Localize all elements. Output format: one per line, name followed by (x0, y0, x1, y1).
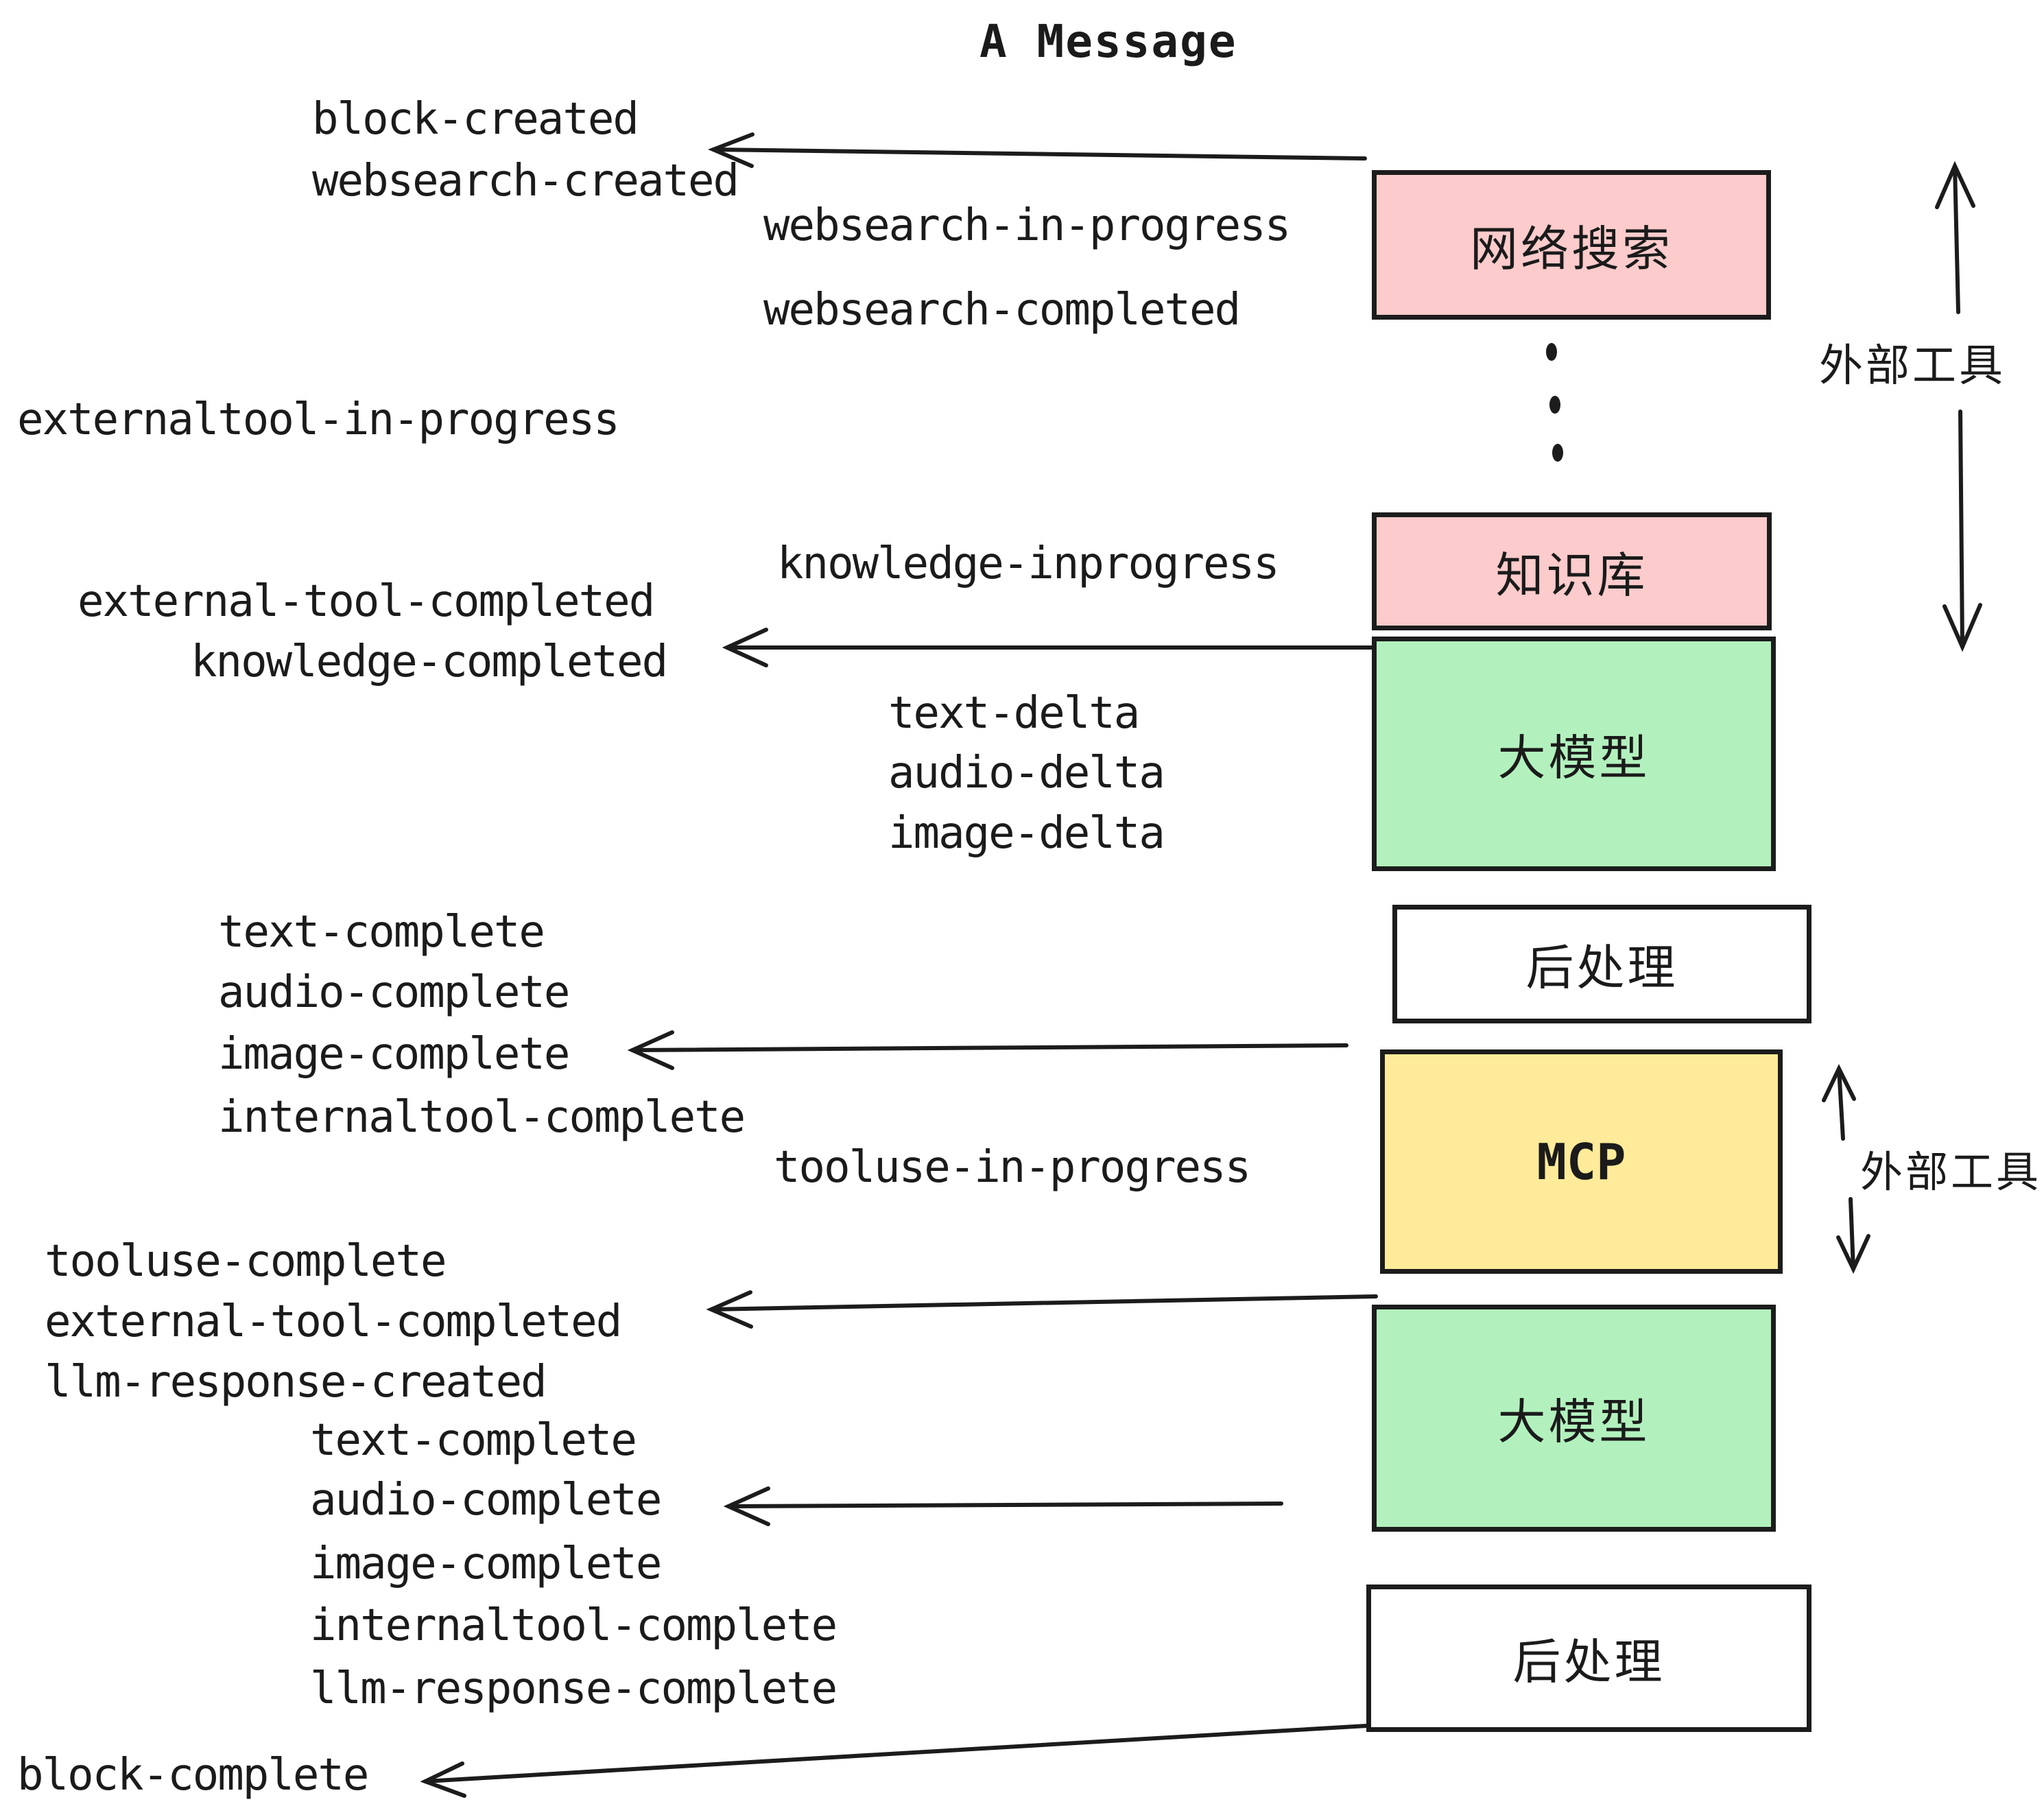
arrow-mcp-external-up (1822, 1064, 1856, 1141)
diagram-title: A Message (979, 15, 1237, 68)
event-knowledge-completed: knowledge-completed (191, 637, 668, 687)
box-knowledge: 知识库 (1372, 512, 1772, 630)
event-audio-delta: audio-delta (888, 748, 1165, 798)
arrow-llm2-to-audio-complete (723, 1486, 1283, 1526)
event-audio-complete-2: audio-complete (310, 1475, 662, 1526)
event-llm-response-complete: llm-response-complete (310, 1663, 837, 1714)
event-block-created: block-created (312, 94, 639, 145)
event-externaltool-in-progress: externaltool-in-progress (17, 394, 620, 445)
event-tooluse-in-progress: tooluse-in-progress (774, 1142, 1251, 1193)
event-block-complete: block-complete (17, 1750, 369, 1801)
box-postprocess-1: 后处理 (1392, 905, 1811, 1023)
event-external-tool-completed: external-tool-completed (78, 576, 655, 627)
label-external-tools-top: 外部工具 (1819, 341, 2006, 390)
event-text-complete: text-complete (218, 907, 545, 958)
arrow-knowledge-to-completed (722, 628, 1374, 667)
event-audio-complete: audio-complete (218, 967, 570, 1018)
box-postprocess-1-label: 后处理 (1525, 941, 1678, 995)
arrow-mcp-to-tooluse-complete (706, 1290, 1378, 1329)
arrow-websearch-to-created (708, 132, 1367, 168)
box-knowledge-label: 知识库 (1495, 548, 1648, 602)
event-image-complete: image-complete (218, 1029, 570, 1080)
event-image-delta: image-delta (888, 808, 1165, 859)
arrow-external-tools-down (1942, 410, 1982, 652)
arrow-post1-to-image-complete (627, 1030, 1348, 1070)
vertical-ellipsis (1546, 343, 1563, 462)
event-websearch-created: websearch-created (312, 156, 739, 206)
arrow-mcp-external-down (1836, 1197, 1870, 1274)
arrow-post2-to-block-complete (420, 1724, 1368, 1798)
arrow-external-tools-up (1935, 161, 1975, 314)
box-llm-2: 大模型 (1372, 1305, 1776, 1532)
box-websearch-label: 网络搜索 (1470, 222, 1673, 276)
event-internaltool-complete: internaltool-complete (218, 1092, 746, 1143)
event-websearch-completed: websearch-completed (763, 285, 1241, 335)
box-postprocess-2-label: 后处理 (1512, 1635, 1665, 1689)
event-tooluse-complete: tooluse-complete (45, 1236, 447, 1287)
box-websearch: 网络搜索 (1372, 170, 1771, 320)
event-internaltool-complete-2: internaltool-complete (310, 1600, 837, 1651)
box-mcp-label: MCP (1536, 1132, 1626, 1191)
box-mcp: MCP (1380, 1049, 1783, 1274)
label-external-tools-mid: 外部工具 (1860, 1149, 2042, 1196)
box-postprocess-2: 后处理 (1366, 1585, 1811, 1732)
event-text-delta: text-delta (888, 688, 1140, 739)
event-websearch-in-progress: websearch-in-progress (763, 200, 1291, 251)
event-knowledge-inprogress: knowledge-inprogress (777, 538, 1280, 589)
box-llm-1-label: 大模型 (1497, 731, 1650, 785)
box-llm-1: 大模型 (1372, 637, 1776, 871)
event-external-tool-completed-2: external-tool-completed (45, 1296, 622, 1347)
box-llm-2-label: 大模型 (1497, 1395, 1650, 1449)
event-image-complete-2: image-complete (310, 1539, 662, 1589)
event-text-complete-2: text-complete (310, 1415, 637, 1466)
event-llm-response-created: llm-response-created (45, 1357, 547, 1408)
